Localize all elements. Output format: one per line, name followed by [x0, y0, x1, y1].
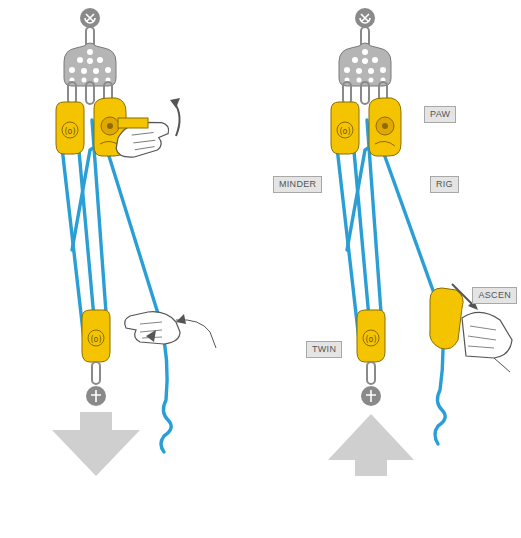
part-name-tag: MINDER [273, 176, 322, 193]
part-name-tag: ASCEN [472, 287, 517, 304]
part-name-tag: PAW [424, 106, 456, 123]
part-name-tag: RIG [430, 176, 459, 193]
part-name-tag: TWIN [306, 341, 342, 358]
